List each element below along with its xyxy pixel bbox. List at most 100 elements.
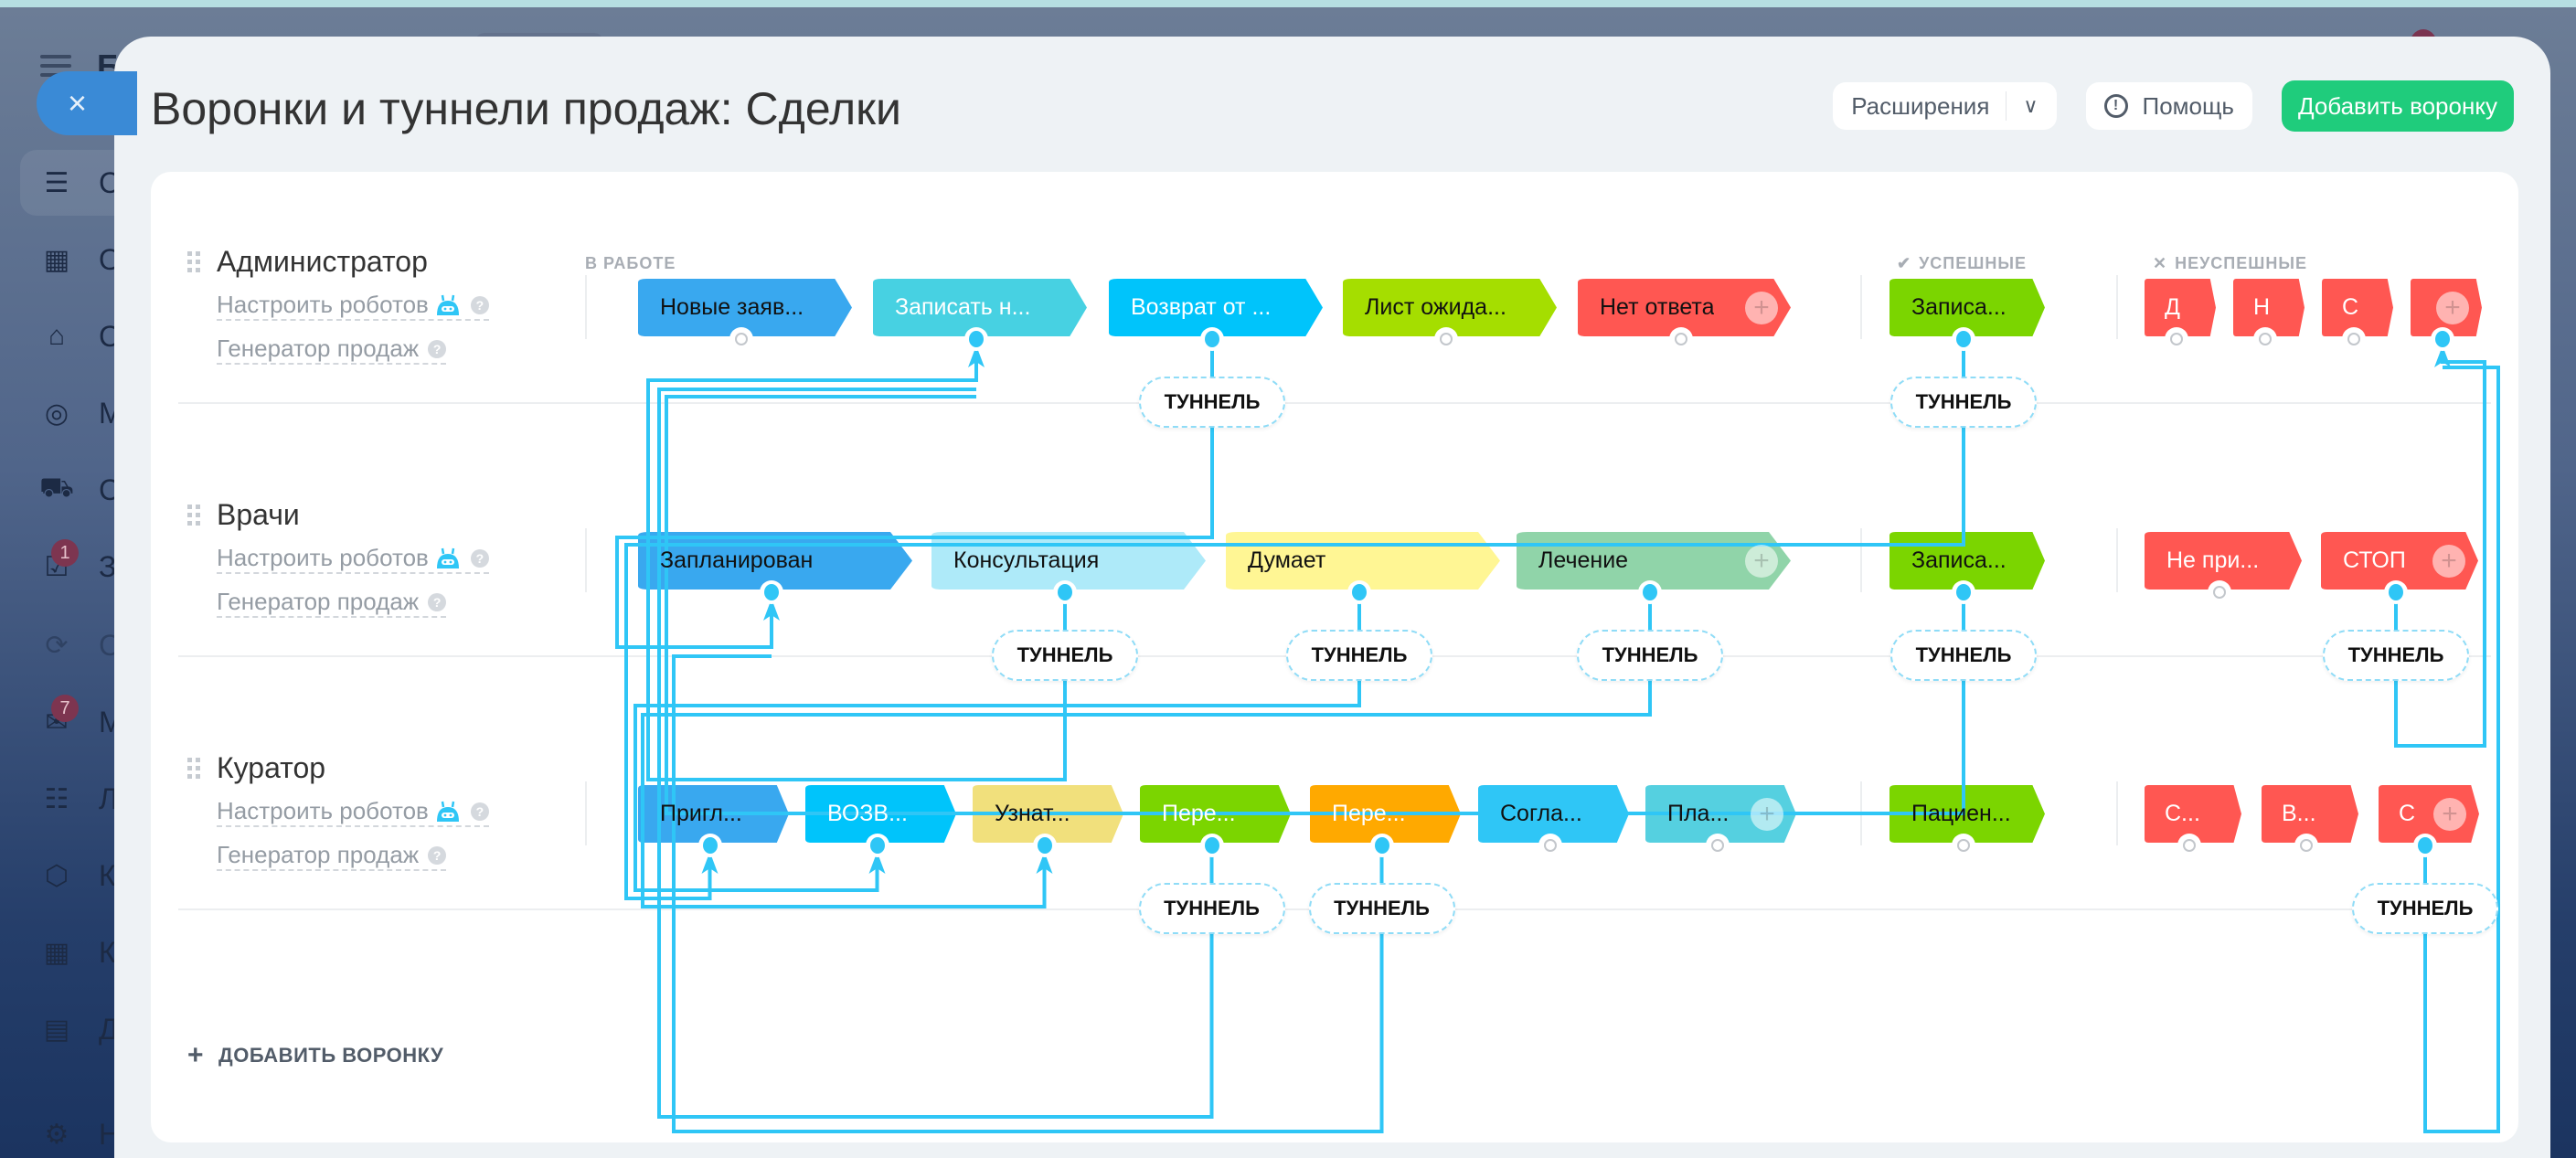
stage-stages[interactable]: Пла...+: [1645, 785, 1796, 857]
tunnel-port-active[interactable]: [760, 580, 783, 604]
tunnel-port[interactable]: [2177, 834, 2201, 857]
stage-stages[interactable]: Консультация: [931, 532, 1206, 604]
tunnel-port[interactable]: [2208, 580, 2231, 604]
tunnel-badge[interactable]: ТУННЕЛЬ: [1308, 883, 1455, 934]
tunnel-port-active[interactable]: [2384, 580, 2408, 604]
add-funnel-link[interactable]: + ДОБАВИТЬ ВОРОНКУ: [187, 1040, 443, 1071]
configure-robots-link[interactable]: Настроить роботов ?: [217, 544, 489, 574]
stage-stages[interactable]: Согла...: [1478, 785, 1629, 857]
stage-stages[interactable]: Новые заяв...: [638, 279, 852, 351]
tunnel-port-active[interactable]: [865, 834, 889, 857]
tunnel-badge[interactable]: ТУННЕЛЬ: [992, 630, 1138, 681]
stage-stages[interactable]: Думает: [1226, 532, 1500, 604]
tunnel-port[interactable]: [2294, 834, 2318, 857]
tunnel-badge[interactable]: ТУННЕЛЬ: [1138, 883, 1285, 934]
configure-robots-link[interactable]: Настроить роботов ?: [217, 291, 489, 321]
help-question-icon[interactable]: ?: [470, 295, 489, 314]
tunnel-port-active[interactable]: [1952, 580, 1975, 604]
sales-generator-link[interactable]: Генератор продаж?: [217, 335, 447, 365]
add-stage-icon[interactable]: +: [2432, 545, 2465, 578]
stage-stages[interactable]: Записать н...: [873, 279, 1087, 351]
background-sidebar-item[interactable]: ⚙Н: [20, 1101, 203, 1158]
tunnel-port-active[interactable]: [1369, 834, 1394, 857]
stage-failed[interactable]: Н: [2233, 279, 2305, 351]
tunnel-port[interactable]: [2342, 327, 2366, 351]
background-sidebar-item[interactable]: ▦К: [20, 919, 203, 985]
stage-success[interactable]: Записа...: [1889, 532, 2045, 604]
stage-stages[interactable]: Узнат...: [973, 785, 1123, 857]
stage-failed[interactable]: Не при...: [2145, 532, 2302, 604]
extensions-button[interactable]: Расширения ∨: [1833, 82, 2057, 130]
stage-stages[interactable]: ВОЗВ...: [805, 785, 956, 857]
sales-generator-link[interactable]: Генератор продаж?: [217, 588, 447, 618]
stage-stages[interactable]: Пере...: [1140, 785, 1291, 857]
tunnel-port-active[interactable]: [1200, 327, 1224, 351]
tunnel-badge[interactable]: ТУННЕЛЬ: [2323, 630, 2469, 681]
close-modal-button[interactable]: ×: [37, 71, 137, 135]
tunnel-port[interactable]: [1705, 834, 1730, 857]
stage-stages[interactable]: Пере...: [1310, 785, 1461, 857]
add-stage-icon[interactable]: +: [1745, 292, 1778, 324]
background-sidebar-item[interactable]: ◎М: [20, 380, 203, 446]
add-stage-icon[interactable]: +: [2436, 292, 2469, 324]
tunnel-badge[interactable]: ТУННЕЛЬ: [1577, 630, 1723, 681]
stage-failed[interactable]: +: [2411, 279, 2482, 351]
tunnel-port-active[interactable]: [1199, 834, 1224, 857]
drag-handle-icon[interactable]: [187, 503, 200, 528]
chevron-down-icon[interactable]: ∨: [2023, 94, 2038, 117]
tunnel-port-active[interactable]: [2431, 327, 2454, 351]
tunnel-port[interactable]: [729, 327, 753, 351]
help-question-icon[interactable]: ?: [470, 548, 489, 568]
sales-generator-link[interactable]: Генератор продаж?: [217, 841, 447, 871]
stage-stages[interactable]: Лечение+: [1517, 532, 1791, 604]
add-stage-icon[interactable]: +: [2433, 798, 2466, 831]
background-sidebar-item[interactable]: ⬡К: [20, 843, 203, 908]
tunnel-port[interactable]: [1538, 834, 1562, 857]
tunnel-port[interactable]: [2165, 327, 2188, 351]
add-stage-icon[interactable]: +: [1745, 545, 1778, 578]
stage-success[interactable]: Записа...: [1889, 279, 2045, 351]
tunnel-port[interactable]: [1952, 834, 1975, 857]
funnels-modal: Воронки и туннели продаж: Сделки Расшире…: [114, 37, 2550, 1158]
stage-stages[interactable]: Пригл...: [638, 785, 789, 857]
stage-stages[interactable]: Лист ожида...: [1343, 279, 1557, 351]
stage-failed[interactable]: С...: [2145, 785, 2241, 857]
tunnel-port-active[interactable]: [697, 834, 722, 857]
tunnel-port-active[interactable]: [1638, 580, 1662, 604]
help-button[interactable]: ! Помощь: [2085, 82, 2252, 130]
help-question-icon[interactable]: ?: [470, 802, 489, 821]
stage-failed[interactable]: В...: [2262, 785, 2358, 857]
help-question-icon[interactable]: ?: [428, 592, 447, 611]
tunnel-badge[interactable]: ТУННЕЛЬ: [2352, 883, 2498, 934]
stage-failed[interactable]: С+: [2379, 785, 2479, 857]
tunnel-badge[interactable]: ТУННЕЛЬ: [1286, 630, 1432, 681]
tunnel-port-active[interactable]: [1347, 580, 1371, 604]
tunnel-port-active[interactable]: [964, 327, 988, 351]
add-stage-icon[interactable]: +: [1751, 798, 1783, 831]
tunnel-port-active[interactable]: [1032, 834, 1057, 857]
tunnel-port[interactable]: [1434, 327, 1458, 351]
help-question-icon[interactable]: ?: [428, 339, 447, 358]
stage-failed[interactable]: С: [2322, 279, 2393, 351]
stage-failed[interactable]: Д: [2145, 279, 2216, 351]
background-sidebar-item[interactable]: ▤Д: [20, 996, 203, 1062]
drag-handle-icon[interactable]: [187, 250, 200, 275]
help-question-icon[interactable]: ?: [428, 845, 447, 865]
tunnel-badge[interactable]: ТУННЕЛЬ: [1139, 377, 1285, 428]
drag-handle-icon[interactable]: [187, 756, 200, 781]
background-sidebar-item[interactable]: ☷Л: [20, 766, 203, 832]
stage-stages[interactable]: Запланирован: [638, 532, 912, 604]
tunnel-badge[interactable]: ТУННЕЛЬ: [1890, 630, 2037, 681]
tunnel-badge[interactable]: ТУННЕЛЬ: [1890, 377, 2037, 428]
stage-success[interactable]: Пациен...: [1889, 785, 2045, 857]
configure-robots-link[interactable]: Настроить роботов ?: [217, 797, 489, 827]
tunnel-port[interactable]: [2253, 327, 2277, 351]
stage-stages[interactable]: Возврат от ...: [1109, 279, 1323, 351]
tunnel-port[interactable]: [1668, 327, 1693, 351]
tunnel-port-active[interactable]: [1053, 580, 1077, 604]
tunnel-port-active[interactable]: [1952, 327, 1975, 351]
stage-stages[interactable]: Нет ответа+: [1578, 279, 1791, 351]
tunnel-port-active[interactable]: [2413, 834, 2437, 857]
stage-failed[interactable]: СТОП+: [2321, 532, 2478, 604]
add-funnel-button[interactable]: Добавить воронку: [2281, 80, 2514, 132]
